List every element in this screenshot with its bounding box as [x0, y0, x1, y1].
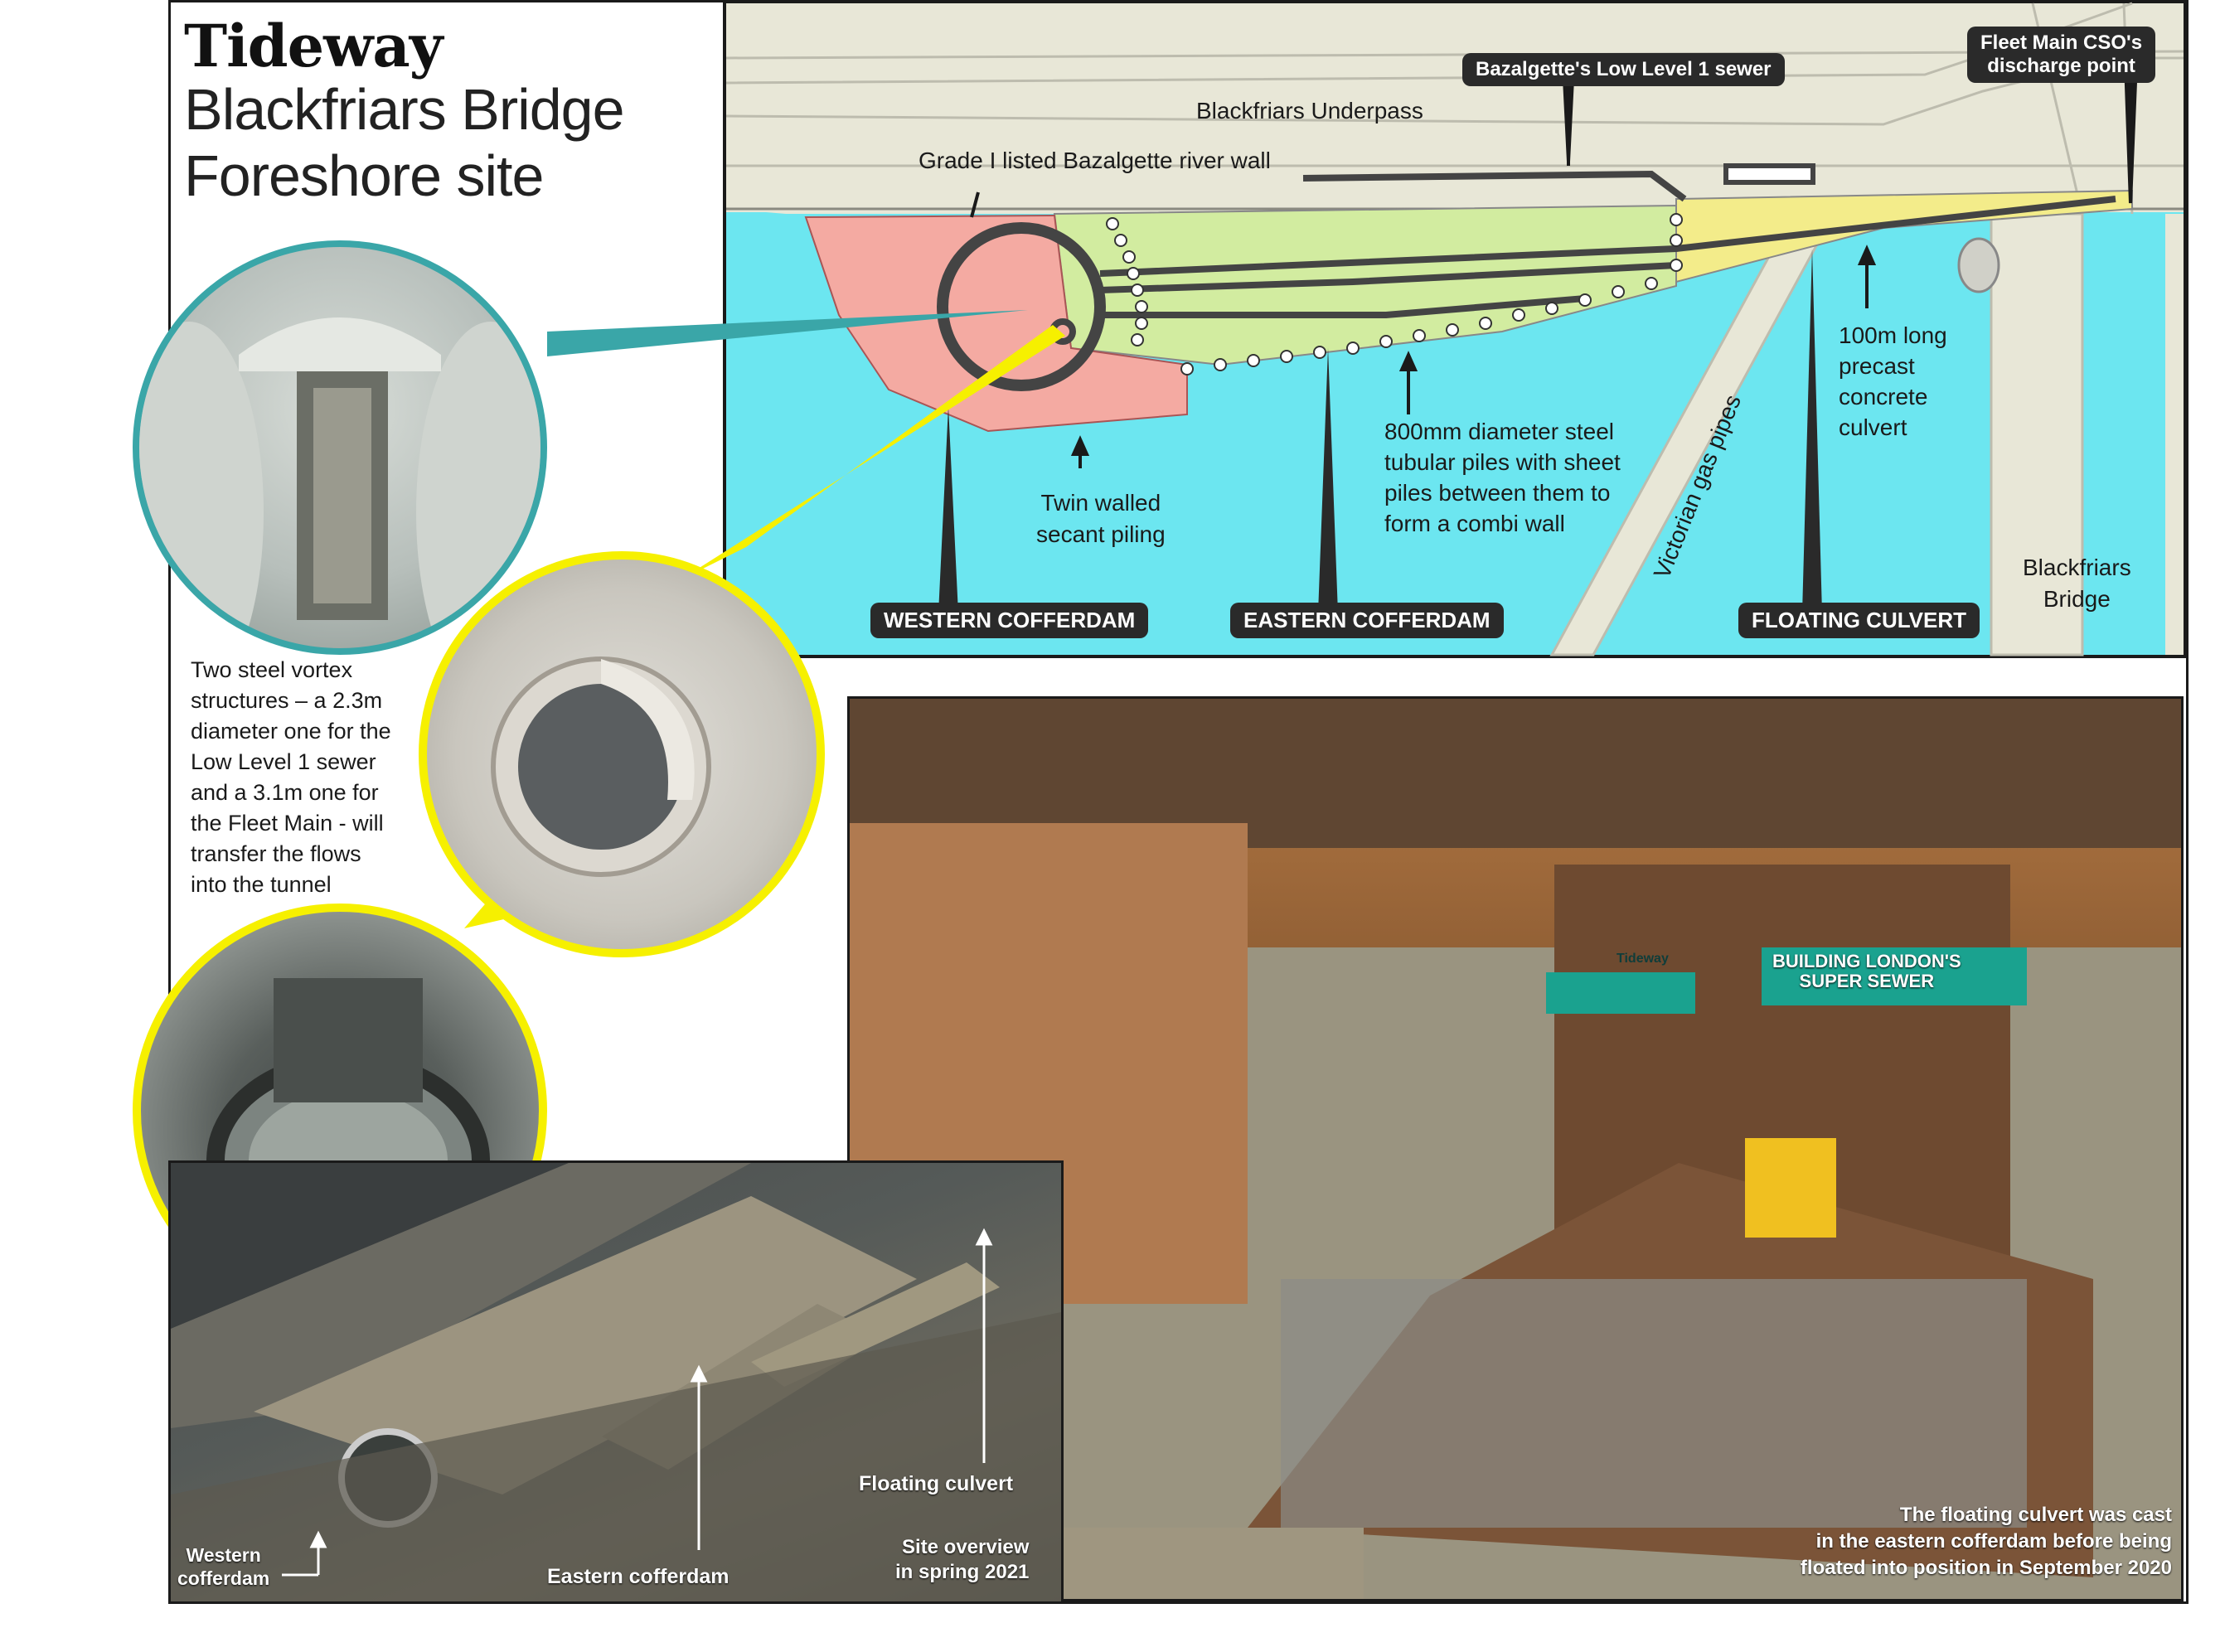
vortex-line4: Low Level 1 sewer — [191, 749, 376, 774]
river-wall-label: Grade I listed Bazalgette river wall — [919, 148, 1271, 173]
bridge-deck-right — [2165, 214, 2184, 655]
vortex-line3: diameter one for the — [191, 719, 391, 744]
culvert-banner-right: BUILDING LONDON'S SUPER SEWER — [1772, 952, 1961, 991]
banner-line2: SUPER SEWER — [1799, 971, 1935, 991]
sewer-callout: Bazalgette's Low Level 1 sewer — [1462, 53, 1785, 86]
discharge-callout: Fleet Main CSO's discharge point — [1967, 27, 2156, 83]
culvert-line4: culvert — [1839, 414, 1907, 440]
bridge-label: Blackfriars Bridge — [2023, 552, 2131, 615]
culvert-caption-line1: The floating culvert was cast — [1899, 1504, 2172, 1526]
aerial-photo — [168, 1160, 1064, 1604]
vortex-line1: Two steel vortex — [191, 657, 353, 682]
culvert-photo — [847, 696, 2184, 1601]
piles-line3: piles between them to — [1384, 480, 1611, 506]
page-title: Blackfriars Bridge Foreshore site — [184, 76, 625, 209]
sewer-chamber — [1723, 163, 1815, 185]
aerial-western-label: Western cofferdam — [177, 1543, 269, 1590]
vortex-line2: structures – a 2.3m — [191, 688, 383, 713]
western-cofferdam-area — [804, 214, 1188, 433]
vortex-line5: and a 3.1m one for — [191, 780, 379, 805]
title-line-1: Blackfriars Bridge — [184, 77, 625, 142]
vortex-photo-circle — [419, 551, 825, 957]
shaft-photo-circle — [133, 240, 547, 655]
vortex-line7: transfer the flows — [191, 841, 361, 866]
vortex-description: Two steel vortex structures – a 2.3m dia… — [191, 655, 391, 900]
overview-line1: Site overview — [901, 1536, 1030, 1558]
road-label: Blackfriars Underpass — [1196, 98, 1423, 124]
vortex-line8: into the tunnel — [191, 872, 332, 897]
discharge-callout-line1: Fleet Main CSO's — [1980, 31, 2143, 54]
aerial-photo-graphic — [171, 1163, 1061, 1601]
sewer-pipes — [1099, 170, 2116, 318]
western-cofferdam-pill: WESTERN COFFERDAM — [870, 603, 1149, 638]
eastern-cofferdam-pill: EASTERN COFFERDAM — [1230, 603, 1504, 638]
culvert-label: 100m long precast concrete culvert — [1839, 320, 1947, 443]
aerial-western-line2: cofferdam — [177, 1567, 270, 1589]
aerial-overview-label: Site overview in spring 2021 — [895, 1535, 1029, 1585]
culvert-banner-left: Tideway — [1617, 952, 1669, 966]
piles-line2: tubular piles with sheet — [1384, 449, 1621, 475]
secant-line2: secant piling — [1036, 521, 1166, 547]
teal-connector — [547, 310, 1028, 356]
bridge-pier — [1957, 237, 2000, 293]
culvert-caption-line3: floated into position in September 2020 — [1800, 1557, 2172, 1579]
secant-label: Twin walled secant piling — [1036, 487, 1166, 550]
banner-line1: BUILDING LONDON'S — [1772, 951, 1961, 971]
culvert-line3: concrete — [1839, 384, 1928, 409]
aerial-eastern-label: Eastern cofferdam — [547, 1565, 729, 1588]
bridge-line1: Blackfriars — [2023, 555, 2131, 580]
discharge-callout-line2: discharge point — [1987, 55, 2135, 77]
piles-line1: 800mm diameter steel — [1384, 419, 1615, 444]
title-line-2: Foreshore site — [184, 143, 544, 208]
vortex-photo-graphic — [491, 656, 711, 877]
culvert-line2: precast — [1839, 353, 1915, 379]
culvert-caption-line2: in the eastern cofferdam before being — [1815, 1530, 2172, 1553]
aerial-western-line1: Western — [186, 1544, 261, 1566]
culvert-photo-graphic — [850, 699, 2181, 1599]
vortex-line6: the Fleet Main - will — [191, 811, 384, 836]
overview-line2: in spring 2021 — [895, 1561, 1030, 1583]
secant-line1: Twin walled — [1040, 490, 1161, 516]
aerial-floating-label: Floating culvert — [859, 1472, 1014, 1495]
piles-label: 800mm diameter steel tubular piles with … — [1384, 416, 1621, 539]
floating-culvert-pill: FLOATING CULVERT — [1738, 603, 1980, 638]
bridge-line2: Bridge — [2043, 586, 2111, 612]
main-shaft — [937, 222, 1106, 391]
pill-spikes — [938, 249, 1822, 613]
brand-title: Tideway — [184, 12, 443, 80]
site-map: Victorian gas pipes — [723, 0, 2187, 658]
culvert-line1: 100m long — [1839, 322, 1947, 348]
yellow-connector-1 — [680, 325, 1065, 580]
culvert-caption: The floating culvert was cast in the eas… — [1757, 1502, 2172, 1582]
piles-line4: form a combi wall — [1384, 511, 1565, 536]
combi-wall — [1106, 213, 1683, 375]
